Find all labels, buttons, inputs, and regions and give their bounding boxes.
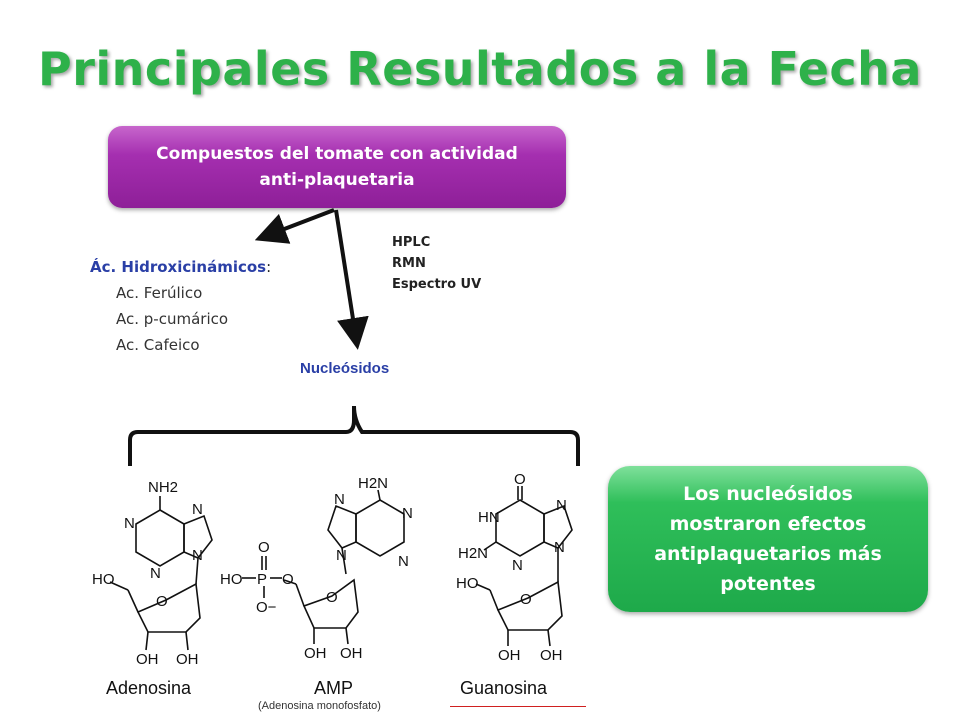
atom-label: HO [220,571,243,588]
atom-label: H2N [358,475,388,492]
compounds-box: Compuestos del tomate con actividad anti… [108,126,566,208]
atom-label: OH [340,645,363,662]
nucleosides-label: Nucleósidos [300,360,390,377]
hydroxy-item: Ac. Ferúlico [116,284,203,302]
atom-label: HN [478,509,500,526]
atom-label: OH [304,645,327,662]
atom-label: N [336,547,347,564]
compounds-box-line1: Compuestos del tomate con actividad [156,144,518,164]
hydroxy-item: Ac. p-cumárico [116,310,229,328]
guanosine-structure [475,486,573,647]
result-line3: antiplaquetarios más [654,543,882,565]
atom-label: O− [256,599,277,616]
label-adenosina: Adenosina [106,678,192,698]
method-item: Espectro UV [392,277,482,292]
atom-label: N [554,539,565,556]
compounds-box-line2: anti-plaquetaria [259,170,415,190]
atom-label: O [520,591,532,608]
atom-label: N [150,565,161,582]
atom-label: N [402,505,413,522]
methods-list: HPLC RMN Espectro UV [392,232,481,295]
atom-label: N [124,515,135,532]
page-title: Principales Resultados a la Fecha [38,42,922,96]
arrow-to-hydroxy [254,208,335,244]
atom-label: N [334,491,345,508]
method-item: HPLC [392,235,431,250]
atom-label: O [156,593,168,610]
atom-label: N [192,501,203,518]
atom-label: O [258,539,270,556]
atom-label: O [282,571,294,588]
hydroxy-colon: : [266,258,272,276]
label-amp: AMP [314,678,354,698]
atom-label: N [398,553,409,570]
hydroxy-item: Ac. Cafeico [116,336,200,354]
atom-label: HO [92,571,115,588]
red-underline [450,706,586,707]
hydroxy-block: Ác. Hidroxicinámicos: Ac. Ferúlico Ac. p… [90,254,271,358]
atom-label: OH [176,651,199,668]
result-box: Los nucleósidos mostraron efectos antipl… [608,466,928,612]
atom-label: HO [456,575,479,592]
result-line1: Los nucleósidos [683,483,853,505]
label-amp-full: (Adenosina monofosfato) [258,700,381,712]
atom-label: O [514,471,526,488]
atom-label: OH [540,647,563,664]
atom-label: NH2 [148,479,178,496]
atom-label: N [192,547,203,564]
result-line4: potentes [720,573,816,595]
result-line2: mostraron efectos [669,513,867,535]
amp-structure [242,489,405,645]
adenosine-structure [109,496,213,651]
hydroxy-title: Ác. Hidroxicinámicos [90,258,267,276]
atom-label: OH [498,647,521,664]
atom-label: P [257,571,267,588]
nucleosides-brace [128,405,580,466]
atom-label: H2N [458,545,488,562]
label-guanosina: Guanosina [460,678,548,698]
arrow-to-nucleosides [334,209,369,350]
atom-label: OH [136,651,159,668]
atom-label: O [326,589,338,606]
atom-label: N [512,557,523,574]
atom-label: N [556,497,567,514]
method-item: RMN [392,256,426,271]
